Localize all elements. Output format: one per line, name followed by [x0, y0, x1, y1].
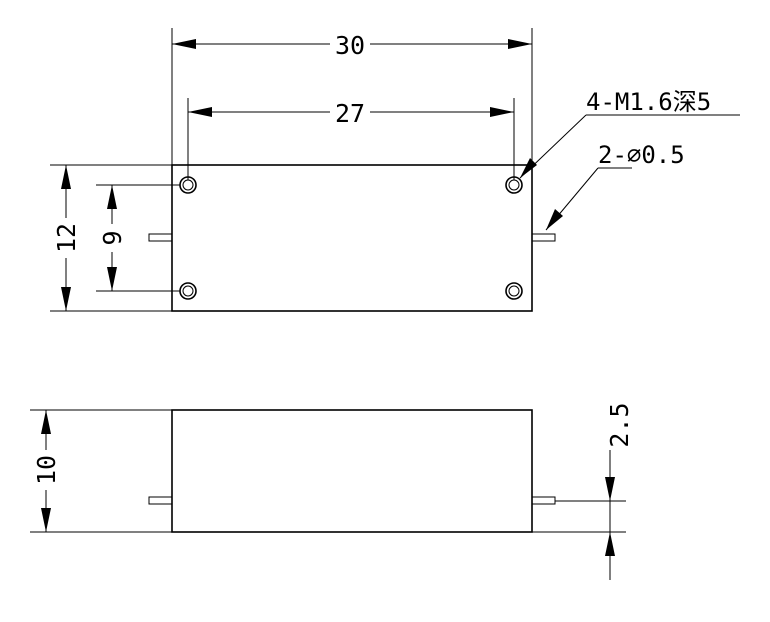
dimension-side-height-label: 10: [32, 455, 61, 485]
dimension-width-30: 30: [171, 28, 533, 165]
pin-callout-label: 2-⌀0.5: [598, 141, 685, 169]
side-view: 10 2.5: [30, 402, 634, 580]
mounting-hole: [179, 282, 197, 300]
top-view-right-pin: [531, 233, 556, 242]
dimension-hole-vertical-label: 9: [98, 230, 127, 245]
dimension-hole-spacing-27: 27: [187, 98, 515, 180]
mounting-hole: [505, 282, 523, 300]
dimension-hole-spacing-label: 27: [335, 99, 365, 128]
dimension-height-12: 12: [50, 164, 172, 312]
dimension-hole-vertical-9: 9: [96, 184, 180, 292]
dimension-pin-offset-2-5: 2.5: [532, 402, 634, 580]
dimension-width-label: 30: [335, 31, 365, 60]
side-view-body: [171, 409, 533, 533]
side-view-right-pin: [531, 496, 556, 505]
thread-callout: 4-M1.6深5: [519, 88, 740, 179]
dimension-height-label: 12: [52, 223, 81, 253]
top-view-body: [171, 164, 533, 312]
pin-callout: 2-⌀0.5: [545, 141, 685, 231]
top-view-left-pin: [148, 233, 173, 242]
dimension-side-height-10: 10: [30, 409, 172, 533]
dimension-pin-offset-label: 2.5: [605, 402, 634, 447]
side-view-left-pin: [148, 496, 173, 505]
top-view: 30 27 12: [50, 28, 740, 312]
thread-callout-label: 4-M1.6深5: [586, 88, 711, 116]
